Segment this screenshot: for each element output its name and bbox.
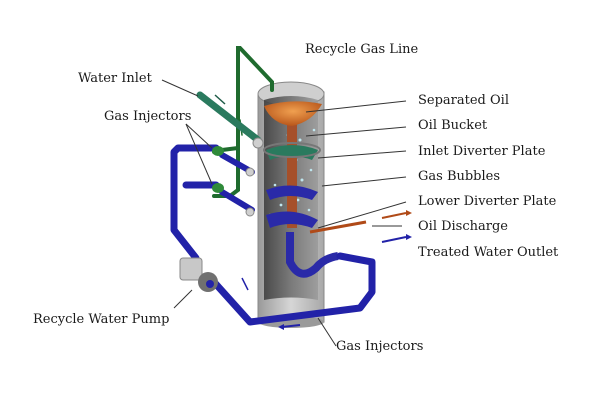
vessel xyxy=(257,81,339,328)
leader-lines xyxy=(161,79,407,347)
label-recycle-water-pump: Recycle Water Pump xyxy=(33,312,170,327)
gas-injector-fittings xyxy=(212,146,255,217)
water-inlet-pipe xyxy=(196,91,264,149)
flow-arrows xyxy=(241,210,412,330)
label-water-inlet: Water Inlet xyxy=(78,71,152,86)
label-oil-discharge: Oil Discharge xyxy=(418,219,508,234)
recycle-water-pump xyxy=(179,257,218,292)
label-gas-injectors-top: Gas Injectors xyxy=(104,109,192,124)
label-gas-injectors-bottom: Gas Injectors xyxy=(336,339,424,354)
label-oil-bucket: Oil Bucket xyxy=(418,118,488,133)
oil-bowl xyxy=(264,101,322,126)
label-separated-oil: Separated Oil xyxy=(418,93,509,108)
label-recycle-gas-line: Recycle Gas Line xyxy=(305,42,419,57)
label-gas-bubbles: Gas Bubbles xyxy=(418,169,501,184)
label-lower-diverter-plate: Lower Diverter Plate xyxy=(418,194,557,209)
label-inlet-diverter-plate: Inlet Diverter Plate xyxy=(418,144,546,159)
label-treated-water-outlet: Treated Water Outlet xyxy=(418,245,559,260)
